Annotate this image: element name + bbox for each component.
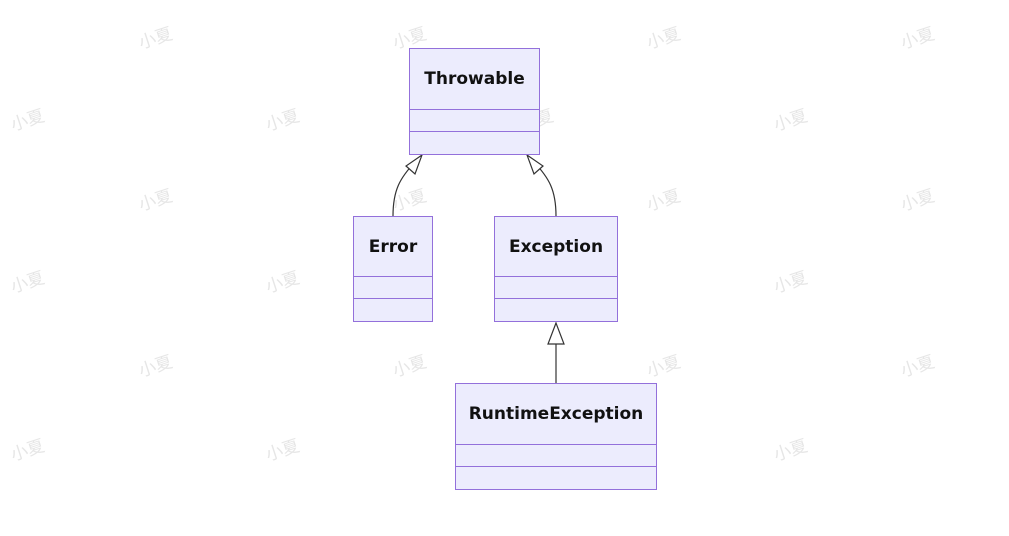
class-name-runtime-exception: RuntimeException xyxy=(456,384,656,445)
inherit-arrowhead-exception xyxy=(525,153,544,176)
class-attributes-throwable xyxy=(410,110,539,132)
class-box-runtime-exception[interactable]: RuntimeException xyxy=(455,383,657,490)
class-attributes-exception xyxy=(495,277,617,299)
class-name-throwable: Throwable xyxy=(410,49,539,110)
class-name-exception: Exception xyxy=(495,217,617,277)
class-box-throwable[interactable]: Throwable xyxy=(409,48,540,155)
class-box-exception[interactable]: Exception xyxy=(494,216,618,322)
class-box-error[interactable]: Error xyxy=(353,216,433,322)
class-methods-runtime-exception xyxy=(456,467,656,489)
inherit-arrowhead-error xyxy=(405,153,424,176)
inherit-arrowhead-runtime xyxy=(547,321,565,345)
class-attributes-error xyxy=(354,277,432,299)
class-name-error: Error xyxy=(354,217,432,277)
class-methods-error xyxy=(354,299,432,321)
class-attributes-runtime-exception xyxy=(456,445,656,467)
class-methods-exception xyxy=(495,299,617,321)
class-methods-throwable xyxy=(410,132,539,154)
